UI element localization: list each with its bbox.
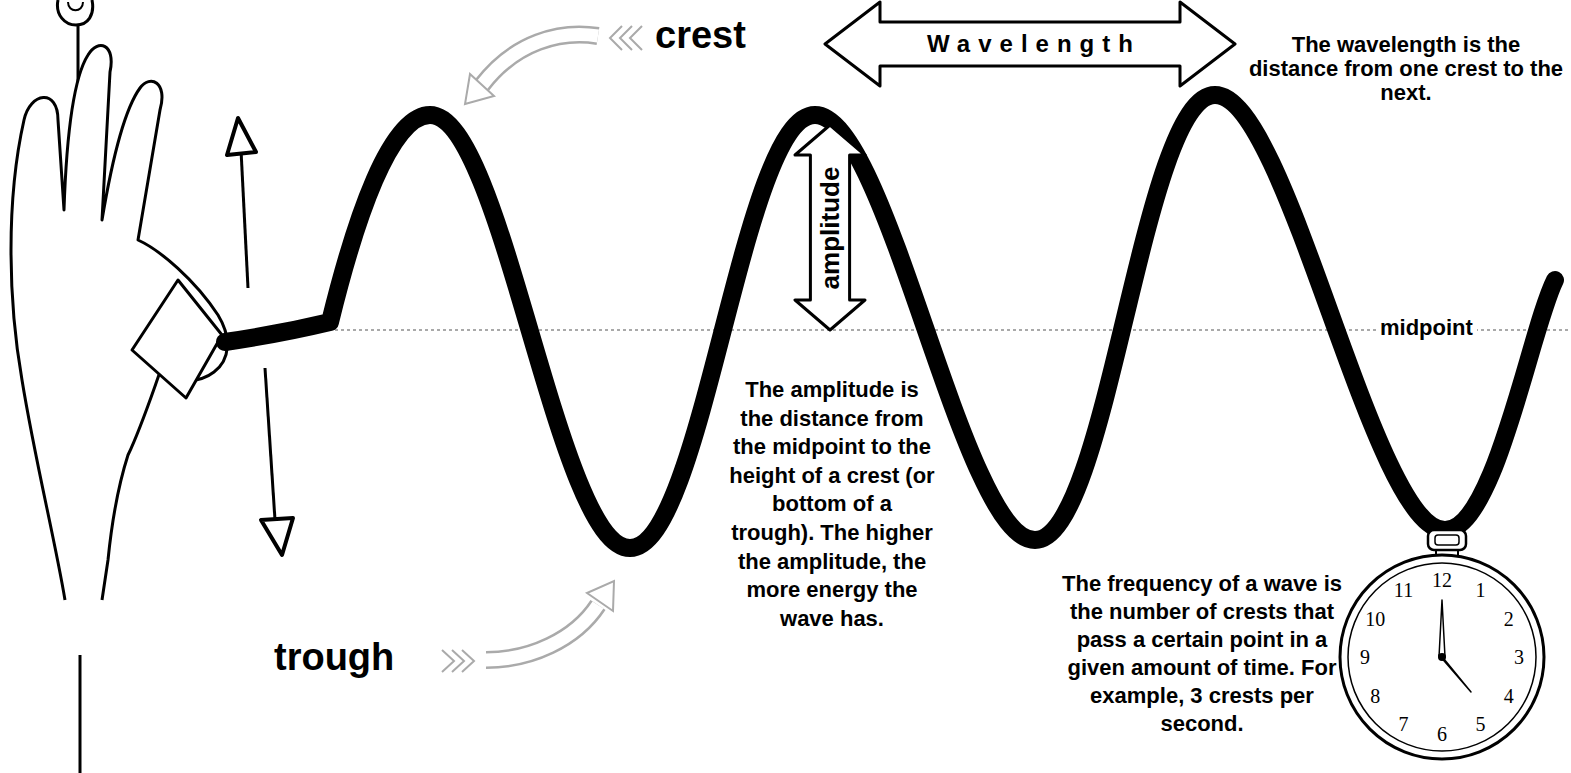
hand-outline bbox=[11, 46, 227, 600]
node-text-group: amplitude bbox=[815, 166, 846, 289]
amplitude-note: The amplitude is the distance from the m… bbox=[728, 376, 936, 633]
trough-pointer-chevrons bbox=[442, 650, 474, 672]
stopwatch-crown bbox=[1428, 530, 1466, 550]
crest-pointer-outline bbox=[482, 35, 598, 85]
clock-number: 5 bbox=[1476, 714, 1486, 734]
clock-number: 1 bbox=[1476, 580, 1486, 600]
stopwatch-case bbox=[1340, 555, 1544, 759]
clock-number: 10 bbox=[1365, 609, 1385, 629]
down-arrow-line bbox=[265, 368, 275, 520]
wavelength-arrow-shape bbox=[825, 2, 1235, 86]
node-text-group: Wavelength bbox=[919, 30, 1141, 58]
wrist-line bbox=[79, 655, 82, 773]
wavelength-note: The wavelength is the distance from one … bbox=[1245, 33, 1567, 106]
trough-pointer-head bbox=[587, 581, 614, 611]
hand-pinch bbox=[132, 280, 222, 398]
stopwatch-crown-ring bbox=[1435, 535, 1459, 545]
clock-number: 4 bbox=[1504, 686, 1514, 706]
frequency-note: The frequency of a wave is the number of… bbox=[1058, 570, 1346, 738]
wavelength-arrow: Wavelength bbox=[825, 0, 1235, 88]
amplitude-arrow: amplitude bbox=[795, 125, 865, 330]
clock-number: 12 bbox=[1432, 570, 1452, 590]
stopwatch-face bbox=[1348, 563, 1536, 751]
crest-pointer-chevrons bbox=[610, 26, 642, 50]
clock-number: 11 bbox=[1394, 580, 1413, 600]
up-arrow-line bbox=[241, 150, 248, 288]
trough-pointer-fill bbox=[486, 605, 598, 660]
clock-number: 9 bbox=[1360, 647, 1370, 667]
clock-number: 8 bbox=[1370, 686, 1380, 706]
hand-pivot bbox=[1438, 653, 1446, 661]
ear-shape bbox=[57, 0, 92, 25]
down-arrow-head bbox=[261, 518, 293, 555]
crest-pointer-fill bbox=[482, 35, 598, 85]
clock-number: 3 bbox=[1514, 647, 1524, 667]
clock-number: 6 bbox=[1437, 724, 1447, 744]
clock-number: 2 bbox=[1504, 609, 1514, 629]
up-arrow-head bbox=[227, 118, 256, 155]
crest-pointer-head bbox=[465, 74, 494, 104]
minute-hand bbox=[1439, 600, 1445, 657]
node-label: Wavelength bbox=[919, 30, 1141, 58]
amplitude-arrow-shape bbox=[795, 125, 865, 330]
trough-label: trough bbox=[274, 636, 434, 680]
clock-number: 7 bbox=[1399, 714, 1409, 734]
crest-label: crest bbox=[655, 14, 805, 58]
ear-inner bbox=[68, 2, 83, 10]
midpoint-label: midpoint bbox=[1376, 316, 1477, 340]
node-label: amplitude bbox=[815, 166, 846, 289]
trough-pointer-outline bbox=[486, 605, 598, 660]
